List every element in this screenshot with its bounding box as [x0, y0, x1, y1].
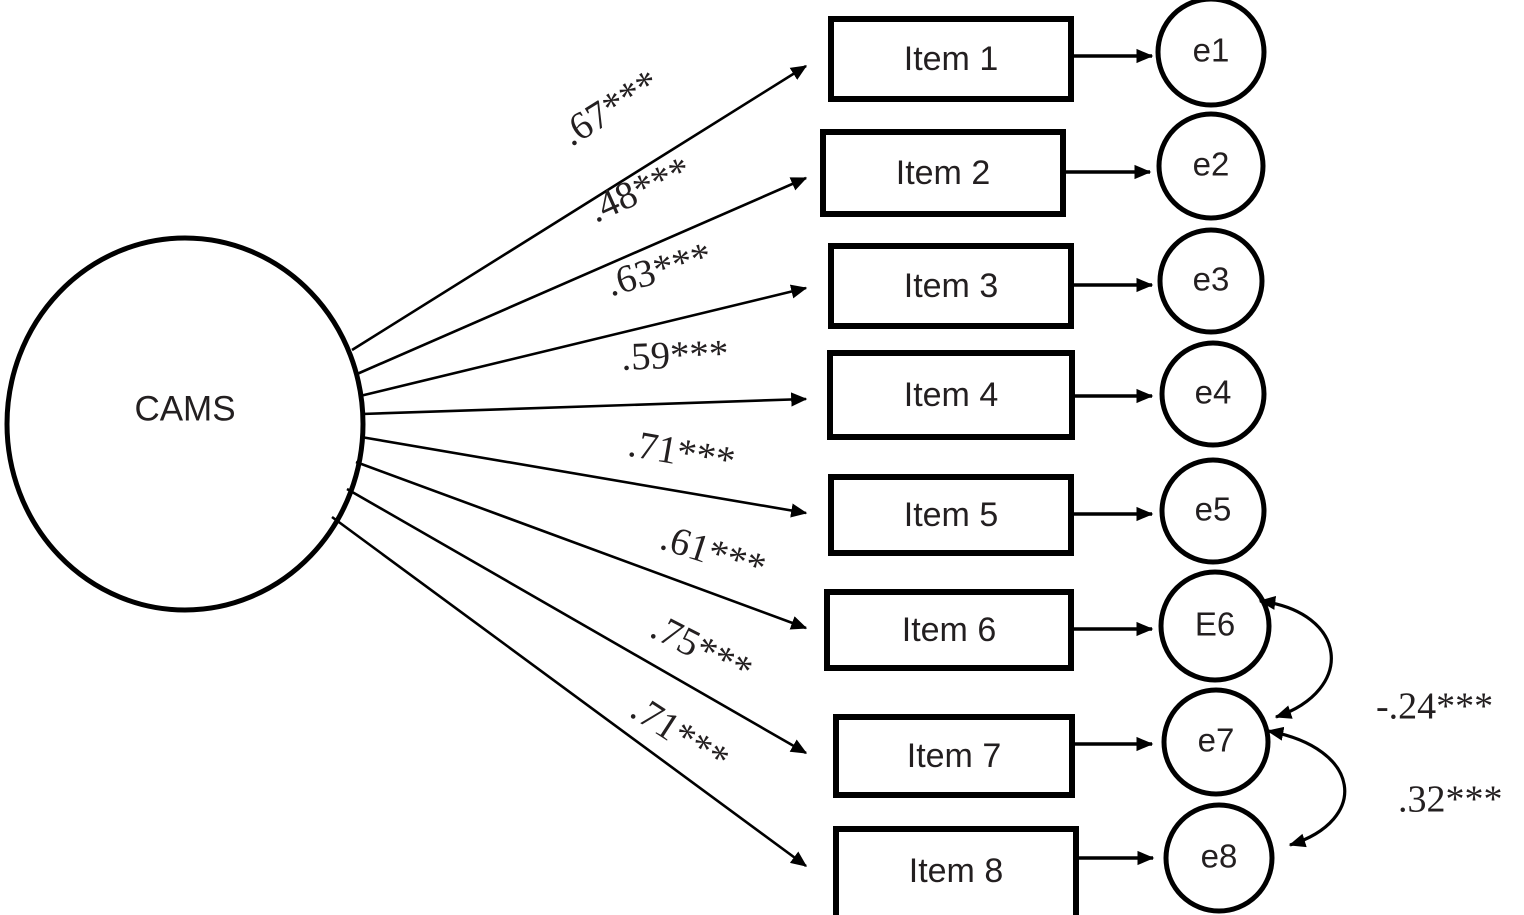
loading-label-1: .67***	[553, 61, 667, 154]
error-label-e8: e8	[1201, 838, 1238, 875]
loading-label-3: .63***	[602, 234, 717, 305]
item-label-8: Item 8	[909, 852, 1003, 890]
correlation-label-1: -.24***	[1376, 686, 1493, 728]
item-label-5: Item 5	[904, 496, 998, 534]
item-rect-5	[828, 474, 1074, 556]
error-circle-e1[interactable]: e1	[1155, 0, 1267, 108]
correlation-path-e7-e8[interactable]	[1266, 726, 1347, 848]
error-circles-group: e1 e2 e3 e4 e5 E6	[1155, 0, 1275, 914]
error-label-e6: E6	[1195, 606, 1235, 643]
error-circle-e3[interactable]: e3	[1157, 227, 1265, 335]
item-rect-2	[820, 129, 1066, 217]
item-box-2[interactable]: Item 2	[820, 129, 1066, 217]
loading-path-1[interactable]	[351, 64, 808, 352]
item-label-1: Item 1	[904, 40, 998, 78]
item-rect-7	[833, 714, 1075, 798]
error-shape-e3	[1157, 227, 1265, 335]
residual-paths-group	[1065, 48, 1155, 866]
error-shape-e2	[1156, 111, 1266, 221]
correlation-label-2: .32***	[1398, 779, 1503, 821]
error-label-e3: e3	[1193, 261, 1230, 298]
item-box-8[interactable]: Item 8	[833, 826, 1079, 915]
item-box-4[interactable]: Item 4	[827, 350, 1075, 440]
item-box-7[interactable]: Item 7	[833, 714, 1075, 798]
item-rect-6	[824, 589, 1074, 671]
correlation-paths-group	[1258, 595, 1347, 848]
item-rect-3	[828, 243, 1074, 329]
error-shape-e8	[1163, 802, 1275, 914]
error-label-e1: e1	[1193, 32, 1230, 69]
error-shape-e4	[1159, 340, 1267, 448]
item-box-5[interactable]: Item 5	[828, 474, 1074, 556]
item-label-6: Item 6	[902, 611, 996, 649]
loading-path-5[interactable]	[360, 435, 808, 518]
error-shape-e5	[1159, 457, 1267, 565]
loading-path-4[interactable]	[361, 392, 808, 416]
error-label-e7: e7	[1198, 722, 1235, 759]
error-circle-e7[interactable]: e7	[1161, 687, 1271, 797]
loading-label-8: .71***	[623, 687, 736, 781]
item-label-4: Item 4	[904, 376, 998, 414]
latent-ellipse-shape	[4, 235, 366, 613]
loading-label-5: .71***	[625, 422, 738, 483]
item-rect-1	[828, 16, 1074, 102]
item-rect-8	[833, 826, 1079, 915]
correlation-labels-group: -.24*** .32***	[1376, 686, 1503, 821]
loading-paths-group	[331, 64, 808, 868]
loading-path-7[interactable]	[346, 487, 808, 755]
latent-variable-cams[interactable]: CAMS	[4, 235, 366, 613]
error-shape-e1	[1155, 0, 1267, 108]
error-circle-e4[interactable]: e4	[1159, 340, 1267, 448]
loading-path-2[interactable]	[356, 176, 808, 376]
loading-label-7: .75***	[644, 605, 759, 692]
item-label-7: Item 7	[907, 737, 1001, 775]
item-box-3[interactable]: Item 3	[828, 243, 1074, 329]
item-box-6[interactable]: Item 6	[824, 589, 1074, 671]
loading-labels-group: .67*** .48*** .63*** .59*** .71*** .61**…	[553, 61, 770, 781]
item-box-1[interactable]: Item 1	[828, 16, 1074, 102]
item-boxes-group: Item 1 Item 2 Item 3 Item 4 Item 5 Item …	[820, 16, 1079, 915]
loading-label-2: .48***	[582, 148, 697, 231]
item-rect-4	[827, 350, 1075, 440]
loading-path-8[interactable]	[331, 515, 808, 868]
loading-label-4: .59***	[621, 332, 730, 379]
error-circle-e5[interactable]: e5	[1159, 457, 1267, 565]
error-circle-e6[interactable]: E6	[1158, 569, 1272, 683]
item-label-3: Item 3	[904, 267, 998, 305]
error-label-e5: e5	[1195, 491, 1232, 528]
correlation-path-e6-e7[interactable]	[1258, 595, 1333, 719]
loading-path-3[interactable]	[359, 284, 808, 398]
error-circle-e8[interactable]: e8	[1163, 802, 1275, 914]
error-circle-e2[interactable]: e2	[1156, 111, 1266, 221]
error-label-e2: e2	[1193, 146, 1230, 183]
item-label-2: Item 2	[896, 154, 990, 192]
loading-path-6[interactable]	[355, 460, 808, 630]
latent-label: CAMS	[134, 389, 235, 428]
error-label-e4: e4	[1195, 374, 1232, 411]
